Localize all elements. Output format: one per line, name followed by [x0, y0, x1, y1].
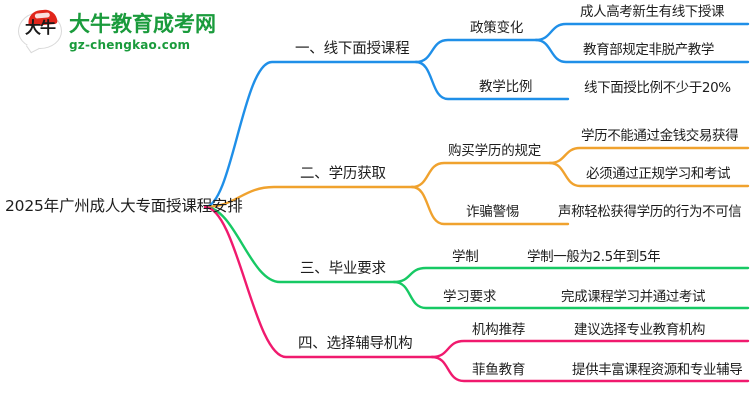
branch-2-leaf-3-node[interactable]: 声称轻松获得学历的行为不可信 [558, 204, 742, 220]
branch-1-leaf-2-node[interactable]: 教育部规定非脱产教学 [583, 42, 714, 58]
branch-4-leaf-2-node[interactable]: 提供丰富课程资源和专业辅导 [572, 362, 743, 378]
logo-mark-text: 大牛 [24, 18, 56, 37]
branch-3-leaf-2-node[interactable]: 完成课程学习并通过考试 [561, 289, 706, 305]
mindmap-root-node[interactable]: 2025年广州成人大专面授课程安排 [5, 197, 243, 215]
branch-4-node[interactable]: 四、选择辅导机构 [298, 336, 413, 352]
branch-2-node[interactable]: 二、学历获取 [300, 166, 386, 182]
branch-1-child-1-node[interactable]: 政策变化 [470, 20, 524, 36]
branch-1-node[interactable]: 一、线下面授课程 [295, 41, 410, 57]
branch-4-child-1-node[interactable]: 机构推荐 [472, 322, 526, 338]
branch-2-child-2-node[interactable]: 诈骗警惕 [466, 204, 520, 220]
branch-2-child-1-node[interactable]: 购买学历的规定 [448, 143, 542, 159]
branch-1-leaf-1-node[interactable]: 成人高考新生有线下授课 [580, 4, 725, 20]
logo-title: 大牛教育成考网 [69, 11, 216, 36]
branch-1-child-2-node[interactable]: 教学比例 [479, 79, 533, 95]
branch-1-leaf-3-node[interactable]: 线下面授比例不少于20% [584, 80, 731, 96]
branch-2-leaf-2-node[interactable]: 必须通过正规学习和考试 [586, 166, 731, 182]
branch-3-child-1-node[interactable]: 学制 [452, 249, 479, 265]
branch-4-leaf-1-node[interactable]: 建议选择专业教育机构 [574, 322, 705, 338]
logo-bull-icon: 大牛 [18, 8, 62, 54]
logo-text-block: 大牛教育成考网 gz-chengkao.com [69, 11, 216, 52]
branch-3-child-2-node[interactable]: 学习要求 [443, 289, 497, 305]
site-logo: 大牛 大牛教育成考网 gz-chengkao.com [18, 8, 233, 56]
logo-subtitle: gz-chengkao.com [69, 37, 191, 52]
branch-4-child-2-node[interactable]: 菲鱼教育 [472, 362, 526, 378]
branch-3-node[interactable]: 三、毕业要求 [300, 261, 386, 277]
branch-3-leaf-1-node[interactable]: 学制一般为2.5年到5年 [527, 249, 661, 265]
branch-2-leaf-1-node[interactable]: 学历不能通过金钱交易获得 [581, 128, 739, 144]
